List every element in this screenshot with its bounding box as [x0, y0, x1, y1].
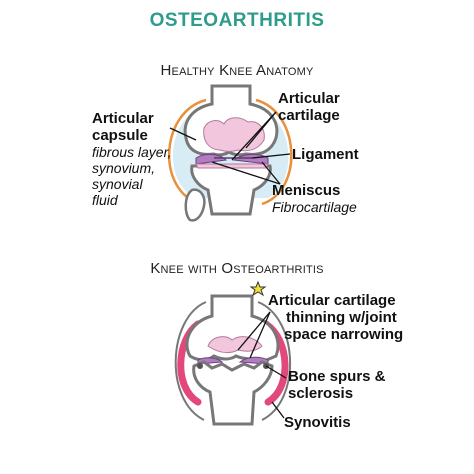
pointer-synovitis: [271, 401, 285, 419]
pointer-capsule: [169, 127, 197, 141]
pointer-cartilage-2: [231, 111, 277, 161]
oa-knee-subtitle: Knee with Osteoarthritis: [150, 260, 324, 277]
healthy-knee-illustration: [168, 84, 293, 222]
pointer-thinning-1: [237, 311, 271, 351]
pointer-ligament: [251, 153, 291, 159]
page-title: OSTEOARTHRITIS: [149, 10, 325, 31]
capsule-outline-oa-left: [174, 301, 207, 421]
femur-cartilage: [203, 117, 265, 152]
tibia-cartilage: [195, 163, 269, 169]
label-articular-capsule: Articular capsule fibrous layer, synoviu…: [92, 110, 172, 209]
star-icon: [249, 280, 267, 297]
oa-knee-illustration: [174, 280, 291, 426]
label-ligament: Ligament: [292, 146, 359, 163]
label-bone-spurs: Bone spurs & sclerosis: [288, 368, 386, 402]
tibia-bone: [190, 164, 272, 216]
healthy-knee-subtitle: Healthy Knee Anatomy: [160, 62, 314, 79]
pointer-meniscus-2: [211, 161, 281, 185]
fibula-bone: [184, 188, 206, 222]
capsule-outline-right: [255, 98, 293, 206]
label-articular-cartilage: Articular cartilage: [278, 90, 340, 124]
pointer-thinning-2: [249, 311, 271, 359]
capsule-outline-oa-right: [257, 301, 291, 421]
oa-femur-cartilage: [207, 336, 263, 354]
oa-tibia-bone: [192, 360, 274, 426]
label-synovitis: Synovitis: [284, 414, 351, 431]
label-meniscus: Meniscus Fibrocartilage: [272, 182, 357, 216]
pointer-spurs: [265, 365, 287, 379]
pointer-meniscus-1: [261, 161, 281, 185]
label-cartilage-thinning: Articular cartilage thinning w/joint spa…: [268, 292, 404, 343]
bone-spur-mark: [197, 363, 203, 369]
meniscus-left: [195, 153, 228, 165]
